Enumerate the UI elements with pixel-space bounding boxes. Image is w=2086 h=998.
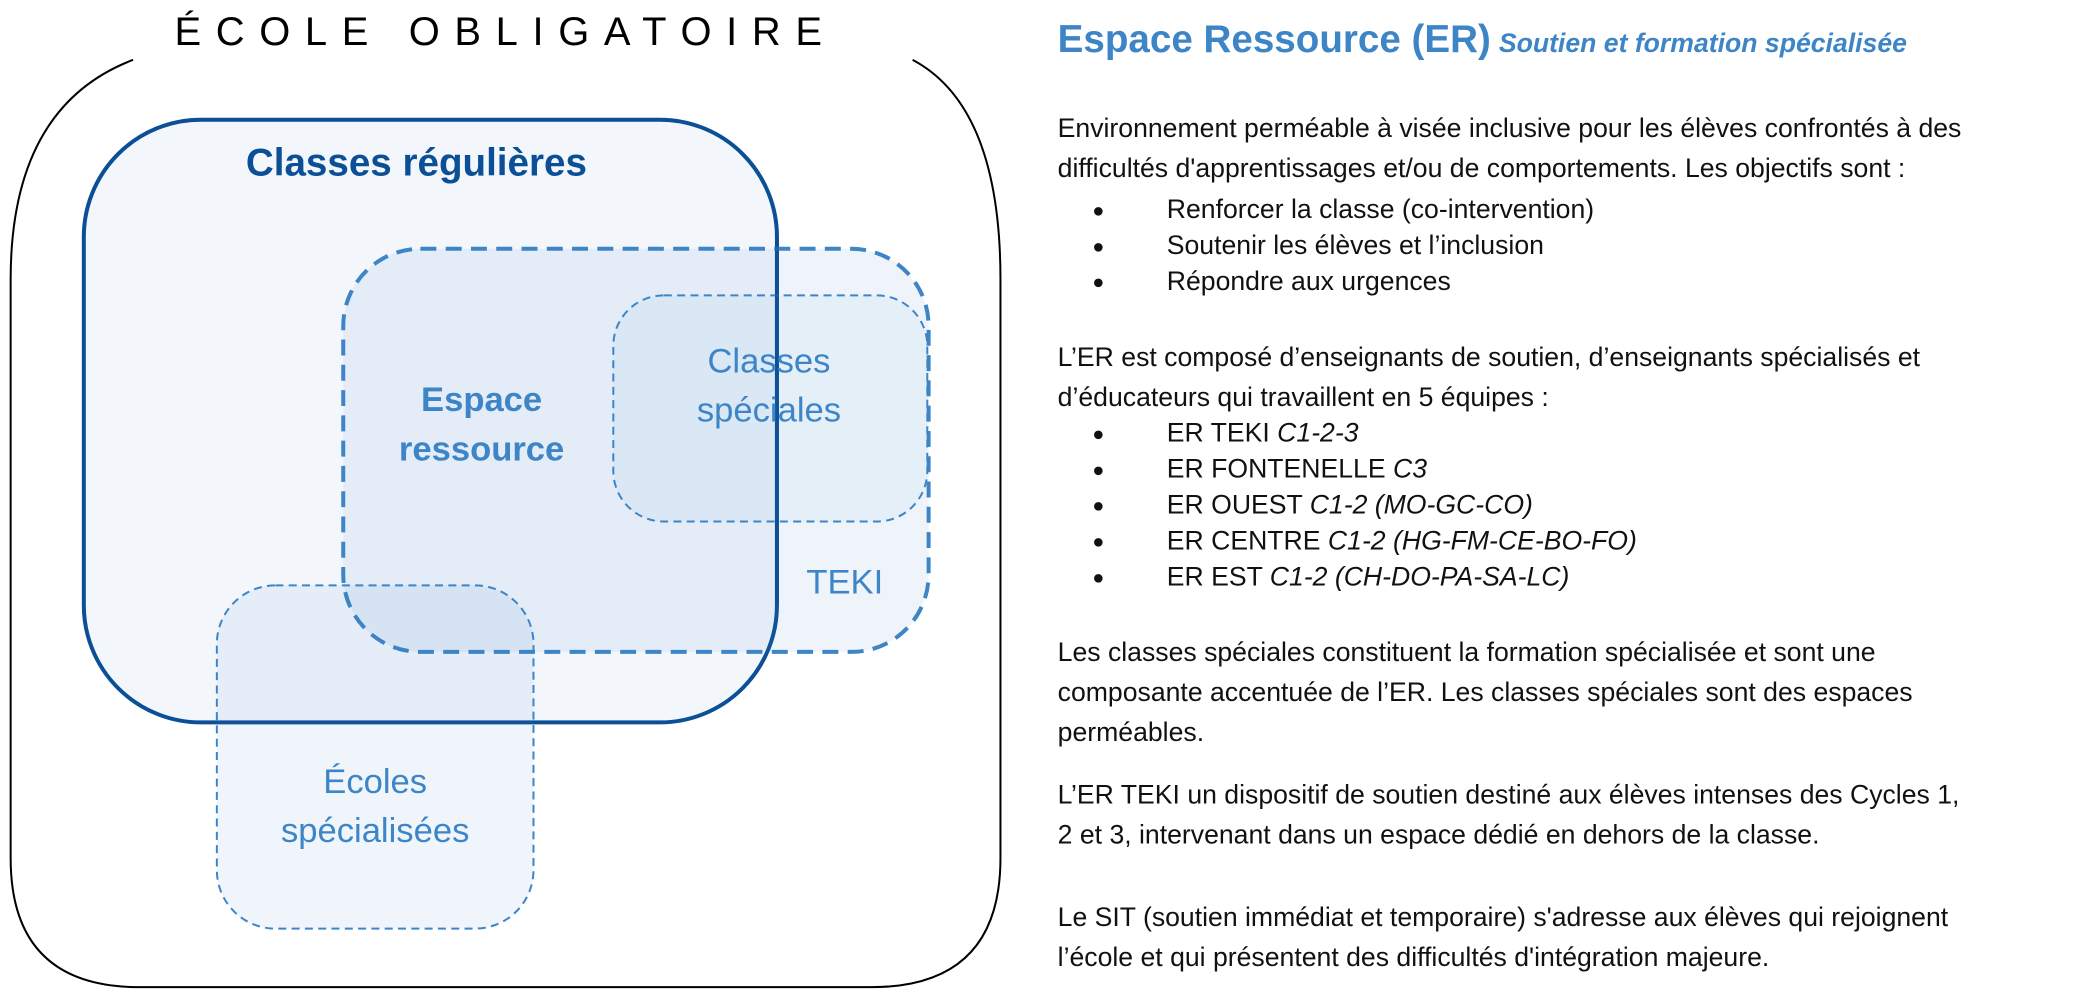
classes-paragraph: Les classes spéciales constituent la for…	[1058, 633, 2086, 753]
label-espace-ressource: Espace ressource	[349, 375, 615, 473]
diagram-title: ÉCOLE OBLIGATOIRE	[174, 10, 837, 55]
line: 2 et 3, intervenant dans un espace dédié…	[1057, 820, 1820, 851]
ecoles-specialisees-box	[215, 584, 535, 930]
label-line: Écoles	[323, 760, 428, 801]
bullet-icon: ●	[1092, 423, 1105, 446]
line: L’ER est composé d’enseignants de soutie…	[1057, 343, 1921, 373]
label-text: Classes régulières	[245, 142, 587, 185]
title-main: Espace Ressource (ER)	[1057, 18, 1491, 62]
team-name: ER FONTENELLE	[1166, 454, 1386, 485]
label-line: ressource	[398, 428, 565, 469]
label-line: spécialisées	[280, 810, 470, 851]
team-name: ER EST	[1166, 562, 1263, 593]
item-text: Renforcer la classe (co-intervention)	[1166, 195, 1595, 225]
line: Les classes spéciales constituent la for…	[1057, 638, 1876, 668]
label-line: Espace	[421, 379, 543, 420]
panel-title: Espace Ressource (ER)Soutien et formatio…	[1058, 19, 1907, 63]
bullet-icon: ●	[1092, 530, 1105, 554]
label-classes-speciales: Classes spéciales	[636, 337, 902, 435]
line: composante accentuée de l’ER. Les classe…	[1057, 678, 1913, 708]
label-teki: TEKI	[778, 557, 911, 606]
line: Environnement perméable à visée inclusiv…	[1057, 114, 1962, 144]
teki-paragraph: L’ER TEKI un dispositif de soutien desti…	[1058, 776, 2086, 856]
line: l’école et qui présentent des difficulté…	[1057, 943, 1770, 973]
team-detail: C1-2 (HG-FM-CE-BO-FO)	[1327, 526, 1637, 557]
bullet-icon: ●	[1092, 458, 1105, 482]
line: perméables.	[1057, 718, 1205, 748]
bullet-icon: ●	[1092, 199, 1105, 223]
team-detail: C3	[1392, 454, 1428, 485]
ecole-obligatoire-frame	[9, 58, 1002, 989]
venn-diagram	[9, 58, 1002, 989]
item-text: Répondre aux urgences	[1166, 267, 1451, 297]
composition-paragraph: L’ER est composé d’enseignants de soutie…	[1058, 338, 2086, 418]
team-detail: C1-2 (MO-GC-CO)	[1309, 490, 1533, 521]
team-detail: C1-2 (CH-DO-PA-SA-LC)	[1269, 562, 1570, 593]
label-line: Classes	[707, 340, 831, 381]
item-text: Soutenir les élèves et l’inclusion	[1166, 231, 1544, 261]
line: difficultés d'apprentissages et/ou de co…	[1057, 154, 1906, 184]
bullet-icon: ●	[1092, 566, 1105, 590]
bullet-icon: ●	[1092, 494, 1105, 518]
label-line: spéciales	[696, 389, 842, 430]
team-name: ER OUEST	[1166, 490, 1303, 521]
line: d’éducateurs qui travaillent en 5 équipe…	[1057, 383, 1549, 413]
intro-paragraph: Environnement perméable à visée inclusiv…	[1058, 109, 2086, 189]
label-text: TEKI	[806, 561, 884, 602]
bullet-icon: ●	[1092, 235, 1105, 259]
bullet-icon: ●	[1092, 271, 1105, 295]
label-classes-regulieres: Classes régulières	[217, 140, 616, 189]
sit-paragraph: Le SIT (soutien immédiat et temporaire) …	[1058, 898, 2086, 978]
team-name: ER TEKI	[1166, 419, 1270, 449]
team-detail: C1-2-3	[1277, 419, 1359, 449]
line: L’ER TEKI un dispositif de soutien desti…	[1057, 780, 1960, 811]
team-name: ER CENTRE	[1166, 526, 1321, 557]
classes-speciales-box	[612, 294, 929, 523]
line: Le SIT (soutien immédiat et temporaire) …	[1057, 903, 1949, 933]
espace-ressource-box	[341, 246, 931, 654]
label-ecoles-specialisees: Écoles spécialisées	[242, 757, 508, 855]
title-subtitle: Soutien et formation spécialisée	[1498, 29, 1907, 59]
